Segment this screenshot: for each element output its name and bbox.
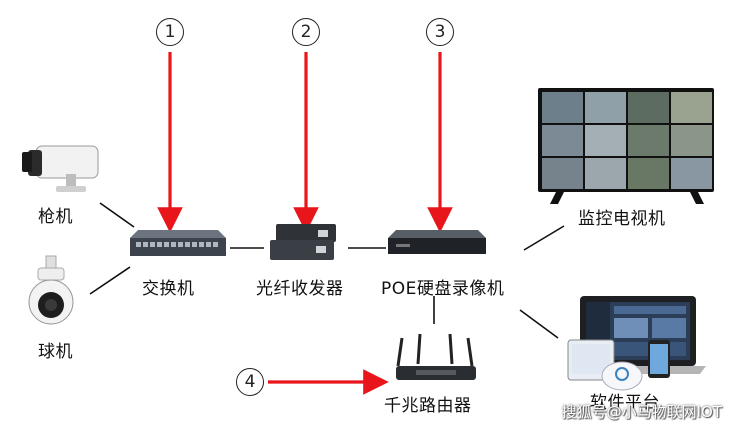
watermark: 搜狐号@小马物联网IOT	[561, 403, 722, 421]
monitor-tv-icon	[538, 88, 714, 204]
step-2-badge: 2	[292, 18, 320, 46]
nvr-label: POE硬盘录像机	[381, 279, 505, 299]
fiber-transceiver-label: 光纤收发器	[256, 279, 344, 299]
router-icon	[396, 333, 476, 380]
bullet-camera-icon	[22, 145, 99, 192]
link-nvr-platform	[519, 309, 559, 339]
switch-label: 交换机	[142, 279, 195, 299]
fiber-transceiver-icon	[270, 224, 336, 260]
nvr-icon	[388, 230, 486, 254]
connection-lines	[89, 202, 565, 339]
bullet-camera-label: 枪机	[38, 207, 73, 227]
link-dome-switch	[89, 266, 131, 295]
monitor-tv-label: 监控电视机	[578, 209, 666, 229]
step-1-badge: 1	[156, 18, 184, 46]
step-arrows	[157, 52, 453, 395]
dome-camera-label: 球机	[38, 342, 73, 362]
router-label: 千兆路由器	[384, 396, 472, 416]
link-bullet-switch	[99, 202, 135, 228]
dome-camera-icon	[28, 255, 74, 325]
link-nvr-monitor	[523, 225, 565, 251]
software-platform-icon	[567, 296, 706, 391]
switch-icon	[130, 230, 226, 256]
software-platform-label: 软件平台	[590, 393, 660, 413]
step-3-badge: 3	[426, 18, 454, 46]
step-4-badge: 4	[236, 368, 264, 396]
